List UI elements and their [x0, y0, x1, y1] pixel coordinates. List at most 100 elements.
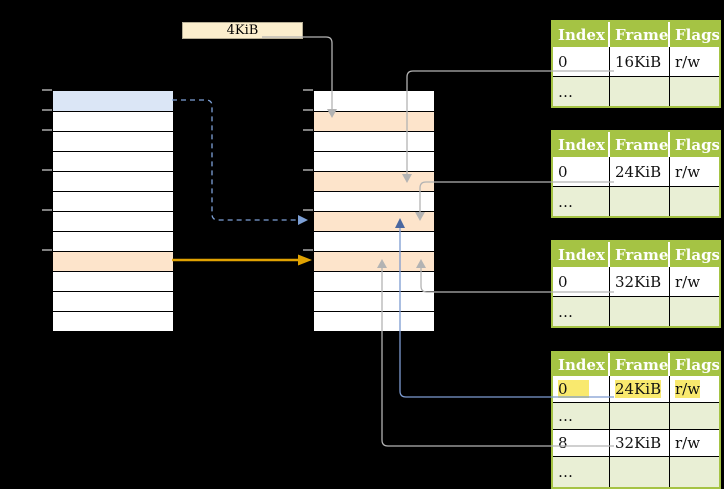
middle-memory-column — [313, 90, 435, 332]
address-tick — [303, 129, 313, 131]
table-cell: 0 — [553, 376, 610, 402]
memory-row — [314, 311, 434, 331]
table-cell: r/w — [675, 434, 701, 452]
memory-row — [53, 291, 173, 311]
table-cell: … — [553, 297, 610, 326]
column-header-frame: Frame — [610, 353, 670, 376]
memory-row — [53, 111, 173, 131]
column-header-frame: Frame — [610, 242, 670, 267]
table-cell — [610, 297, 670, 326]
table-cell: 16KiB — [610, 47, 670, 76]
table-cell: 0 — [553, 47, 610, 76]
memory-row-orange — [314, 111, 434, 131]
table-cell: r/w — [675, 272, 701, 291]
table-cell — [670, 403, 719, 429]
table-cell: … — [553, 457, 610, 487]
column-header-index: Index — [553, 132, 610, 157]
highlighted-value: 24KiB — [615, 380, 662, 398]
table-cell: r/w — [675, 162, 701, 181]
table-cell: … — [553, 403, 610, 429]
column-header-index: Index — [553, 22, 610, 47]
table-cell — [670, 77, 719, 106]
table-cell: … — [553, 77, 610, 106]
memory-row — [53, 271, 173, 291]
page-size-label-box: 4KiB — [182, 22, 303, 39]
table-row: … — [553, 186, 719, 216]
table-row: … — [553, 402, 719, 429]
address-tick — [42, 169, 52, 171]
memory-row-orange — [53, 251, 173, 271]
table-row: … — [553, 456, 719, 487]
memory-row-orange — [314, 211, 434, 231]
table-cell — [610, 403, 670, 429]
table-cell: 24KiB — [610, 376, 670, 402]
address-tick — [42, 109, 52, 111]
address-tick — [303, 209, 313, 211]
table-cell: … — [553, 187, 610, 216]
memory-row — [53, 311, 173, 331]
memory-row-orange — [314, 251, 434, 271]
address-tick — [303, 89, 313, 91]
column-header-flags: Flags — [670, 353, 719, 376]
memory-row — [314, 291, 434, 311]
memory-row-orange — [314, 171, 434, 191]
arrowhead-right-icon — [298, 254, 312, 266]
memory-row — [53, 171, 173, 191]
table-cell — [610, 457, 670, 487]
memory-row — [53, 211, 173, 231]
table-cell — [610, 187, 670, 216]
memory-row-blue — [53, 91, 173, 111]
table-cell — [610, 77, 670, 106]
address-tick — [303, 109, 313, 111]
memory-row — [314, 131, 434, 151]
table-cell — [670, 297, 719, 326]
highlighted-value: r/w — [675, 380, 701, 398]
memory-row — [53, 231, 173, 251]
column-header-frame: Frame — [610, 132, 670, 157]
column-header-flags: Flags — [670, 132, 719, 157]
table-cell: 0 — [553, 267, 610, 296]
table-cell — [670, 457, 719, 487]
table-cell — [670, 187, 719, 216]
column-header-flags: Flags — [670, 242, 719, 267]
arrowhead-right-icon — [298, 215, 308, 225]
memory-row — [314, 231, 434, 251]
column-header-frame: Frame — [610, 22, 670, 47]
address-tick — [42, 89, 52, 91]
address-tick — [42, 209, 52, 211]
table-cell: 32KiB — [610, 267, 670, 296]
address-tick — [42, 249, 52, 251]
orange-page-arrow — [172, 254, 312, 266]
address-tick — [42, 129, 52, 131]
table-row: … — [553, 296, 719, 326]
table-cell: r/w — [670, 376, 719, 402]
memory-row — [314, 91, 434, 111]
memory-row — [314, 191, 434, 211]
table-row-highlighted: 0 24KiB r/w — [553, 376, 719, 402]
table-cell: 0 — [553, 157, 610, 186]
page-size-label: 4KiB — [226, 23, 259, 38]
memory-row — [53, 131, 173, 151]
table-cell: r/w — [675, 52, 701, 71]
memory-row — [53, 191, 173, 211]
address-tick — [303, 169, 313, 171]
address-tick — [303, 249, 313, 251]
column-header-index: Index — [553, 353, 610, 376]
table-cell: 32KiB — [610, 430, 670, 456]
blue-page-arrow — [172, 99, 308, 225]
memory-row — [314, 271, 434, 291]
memory-row — [53, 151, 173, 171]
table-cell: 8 — [553, 430, 610, 456]
table-row: … — [553, 76, 719, 106]
